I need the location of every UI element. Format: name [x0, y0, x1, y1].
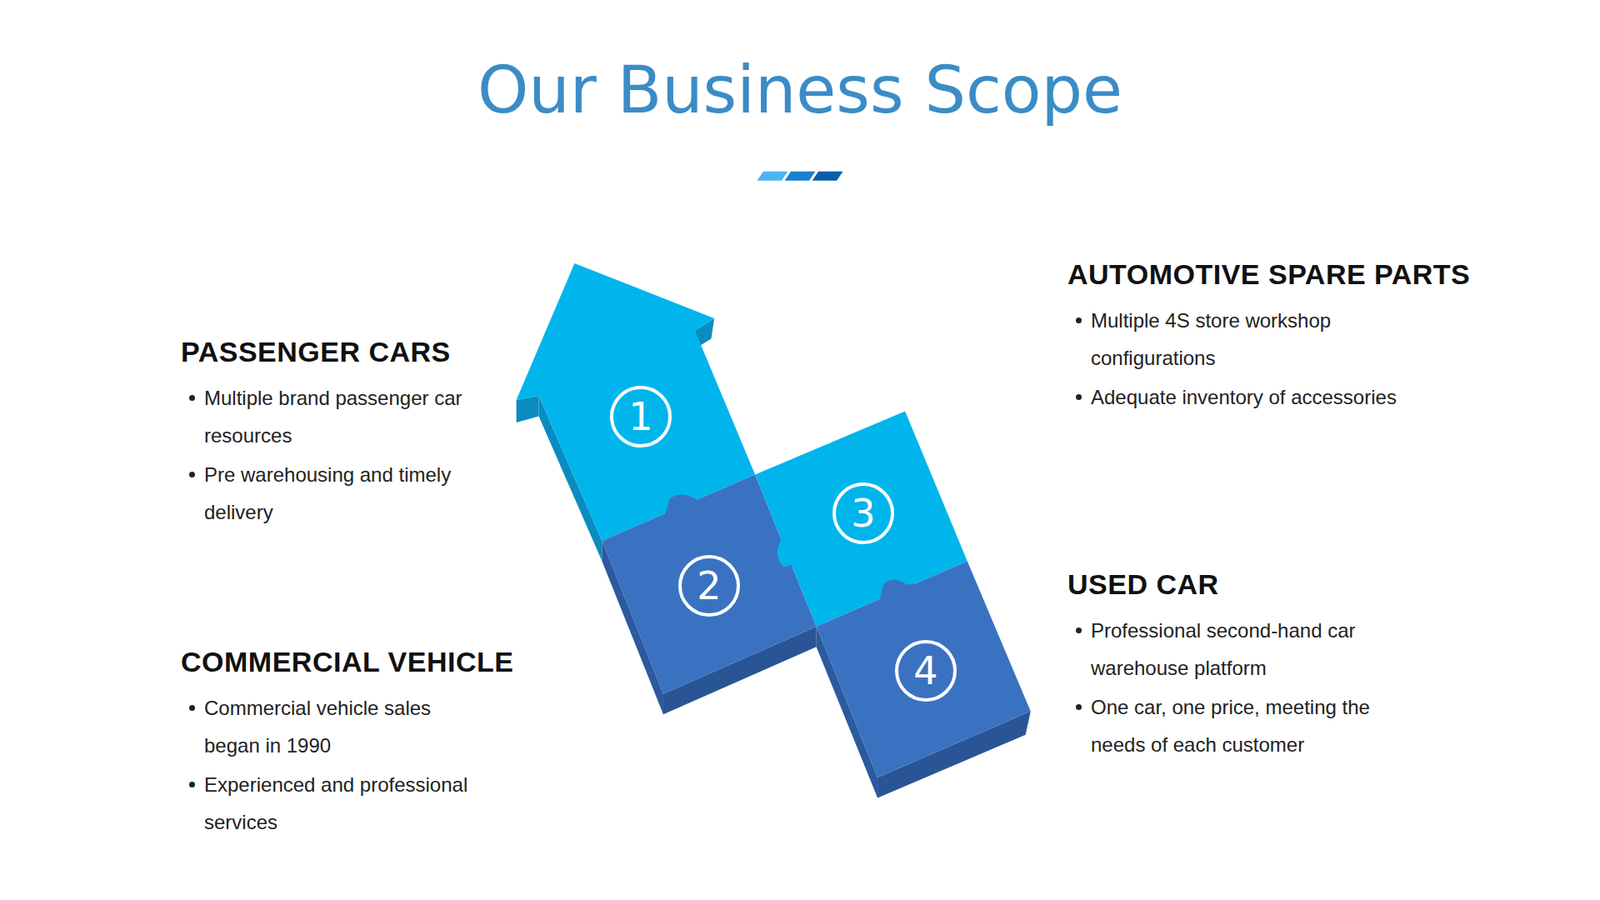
title-dash: [785, 171, 816, 181]
title-dash: [757, 171, 789, 181]
puzzle-piece-4: [816, 560, 1031, 778]
number-circle: 2: [678, 555, 740, 617]
puzzle-tab: [774, 519, 793, 568]
callout-number: 1: [628, 397, 653, 436]
bullet-text: Multiple 4S store workshop configuration…: [1067, 301, 1401, 377]
section-heading: AUTOMOTIVE SPARE PARTS: [1067, 257, 1401, 292]
arrow-side-face: [516, 395, 540, 423]
callout-number: 4: [913, 651, 938, 690]
number-circle: 1: [610, 385, 672, 448]
callout-number: 2: [696, 566, 721, 605]
number-circle: 3: [832, 482, 895, 545]
callout-number: 3: [850, 494, 875, 533]
text-group: USED CAR Professional second-hand car war…: [1067, 567, 1401, 764]
puzzle-tab: [880, 580, 922, 600]
title-dash: [812, 171, 844, 181]
text-group: COMMERCIAL VEHICLE Commercial vehicle sal…: [180, 645, 490, 841]
section-heading: COMMERCIAL VEHICLE: [180, 645, 490, 680]
bullet-text: Commercial vehicle sales began in 1990: [180, 689, 490, 765]
bullet-text: Experienced and professional services: [180, 765, 490, 841]
bullet-text: Professional second-hand car warehouse p…: [1067, 611, 1401, 687]
bullet-text: Pre warehousing and timely delivery: [180, 455, 490, 531]
section-heading: PASSENGER CARS: [180, 335, 490, 370]
section-heading: USED CAR: [1067, 567, 1401, 602]
text-group: PASSENGER CARS Multiple brand passenger c…: [180, 335, 490, 531]
title: Our Business Scope: [0, 51, 1600, 130]
bullet-text: Multiple brand passenger car resources: [180, 379, 490, 455]
text-group: AUTOMOTIVE SPARE PARTS Multiple 4S store …: [1067, 257, 1401, 416]
bullet-text: Adequate inventory of accessories: [1067, 378, 1401, 416]
number-circle: 4: [895, 640, 957, 702]
puzzle-tab: [665, 495, 710, 515]
bullet-text: One car, one price, meeting the needs of…: [1067, 688, 1401, 764]
